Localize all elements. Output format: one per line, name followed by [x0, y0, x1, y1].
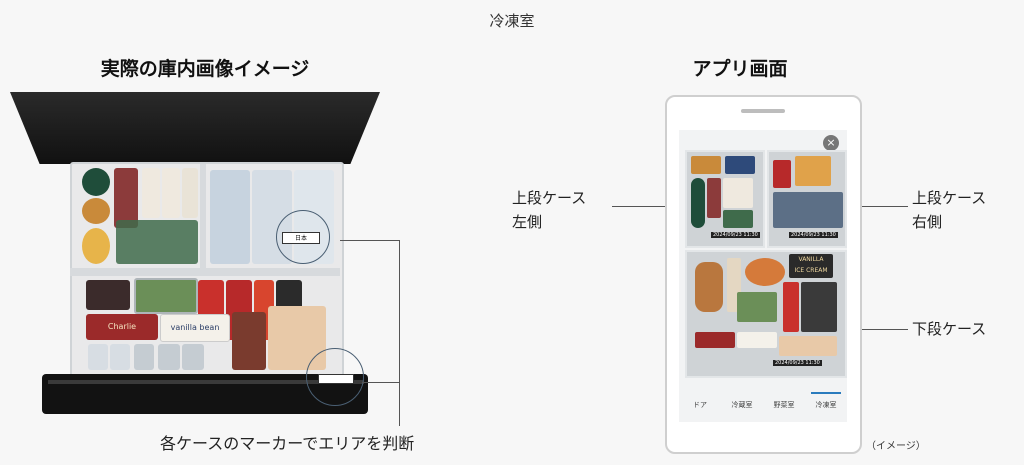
tab-door[interactable]: ドア: [693, 401, 707, 409]
food-cup: [134, 344, 154, 370]
food-item: [737, 292, 777, 322]
callout-upper-right-line2: 右側: [912, 213, 943, 231]
callout-lower: 下段ケース: [912, 320, 987, 338]
phone-mockup: × 2024/09/23 11:30 2024/09/23 11:30 VANI…: [665, 95, 862, 454]
food-item: [707, 178, 721, 218]
drawer-front-edge: [48, 380, 364, 384]
marker-highlight-circle: [276, 210, 330, 264]
leader-line: [362, 382, 400, 383]
food-container: [82, 168, 110, 196]
leader-line: [832, 329, 908, 330]
drawer-lid: [10, 92, 380, 164]
app-screen: × 2024/09/23 11:30 2024/09/23 11:30 VANI…: [679, 130, 847, 422]
lower-case-view[interactable]: VANILLA ICE CREAM 2024/09/23 11:30: [685, 250, 847, 378]
vanilla-ice-cream-box: VANILLA ICE CREAM: [789, 254, 833, 278]
capture-timestamp: 2024/09/23 11:30: [773, 360, 822, 366]
vanilla-label-line2: ICE CREAM: [794, 267, 828, 274]
food-container: [134, 278, 198, 314]
ice-cream-box: Charlie: [86, 314, 158, 340]
food-item: [691, 178, 705, 228]
marker-highlight-circle: [306, 348, 364, 406]
food-pack: [86, 280, 130, 310]
food-item: [695, 262, 723, 312]
tab-refrigerator[interactable]: 冷蔵室: [731, 401, 753, 409]
food-bag: [210, 170, 250, 264]
ice-cream-box: vanilla bean: [160, 314, 230, 342]
capture-timestamp: 2024/09/23 11:30: [789, 232, 838, 238]
section-title: 冷凍室: [489, 12, 535, 30]
food-pack: [162, 168, 180, 218]
tab-freezer[interactable]: 冷凍室: [805, 392, 847, 418]
food-cup: [88, 344, 108, 370]
compartment-tabs: ドア 冷蔵室 野菜室 冷凍室: [679, 392, 847, 418]
vanilla-label-line1: VANILLA: [798, 256, 824, 263]
food-pack: [114, 168, 138, 228]
upper-case-divider: [200, 164, 206, 268]
callout-upper-left-line1: 上段ケース: [512, 189, 587, 207]
case-marker: [318, 374, 354, 384]
upper-right-case-view[interactable]: 2024/09/23 11:30: [767, 150, 847, 248]
left-heading: 実際の庫内画像イメージ: [100, 58, 310, 80]
food-cup: [182, 344, 204, 370]
food-item: [695, 332, 735, 348]
food-item: [691, 156, 721, 174]
callout-upper-right: 上段ケース 右側: [912, 186, 986, 234]
food-bag: [116, 220, 198, 264]
leader-line: [399, 240, 400, 426]
case-marker: 日本: [282, 232, 320, 244]
food-item: [725, 156, 755, 174]
food-cup: [110, 344, 130, 370]
food-item: [795, 156, 831, 186]
food-item: [723, 178, 753, 208]
food-item: [801, 282, 837, 332]
callout-upper-left-line2: 左側: [512, 213, 543, 231]
right-heading: アプリ画面: [692, 58, 788, 80]
callout-upper-left: 上段ケース 左側: [512, 186, 586, 234]
food-pack: [232, 312, 266, 370]
leader-line: [612, 206, 690, 207]
food-item: [779, 336, 837, 356]
tab-vegetable[interactable]: 野菜室: [773, 401, 795, 409]
close-icon[interactable]: ×: [823, 135, 839, 151]
food-cup: [158, 344, 180, 370]
food-container: [82, 198, 110, 224]
leader-line: [832, 206, 908, 207]
food-item: [783, 282, 799, 332]
food-pack: [182, 168, 198, 218]
image-note: （イメージ）: [866, 441, 926, 452]
callout-upper-right-line1: 上段ケース: [912, 189, 987, 207]
leader-line: [340, 240, 400, 241]
food-item: [737, 332, 777, 348]
upper-left-case-view[interactable]: 2024/09/23 11:30: [685, 150, 765, 248]
capture-timestamp: 2024/09/23 11:30: [711, 232, 760, 238]
food-item: [745, 258, 785, 286]
food-pack: [142, 168, 160, 218]
marker-caption: 各ケースのマーカーでエリアを判断: [160, 434, 415, 453]
phone-speaker: [741, 109, 785, 113]
food-item: [773, 160, 791, 188]
food-item: [773, 192, 843, 228]
food-item: [723, 210, 753, 228]
upper-lower-divider: [70, 268, 340, 276]
freezer-drawer-photo: 日本 Charlie vanilla bean: [10, 92, 380, 422]
food-container: [82, 228, 110, 264]
